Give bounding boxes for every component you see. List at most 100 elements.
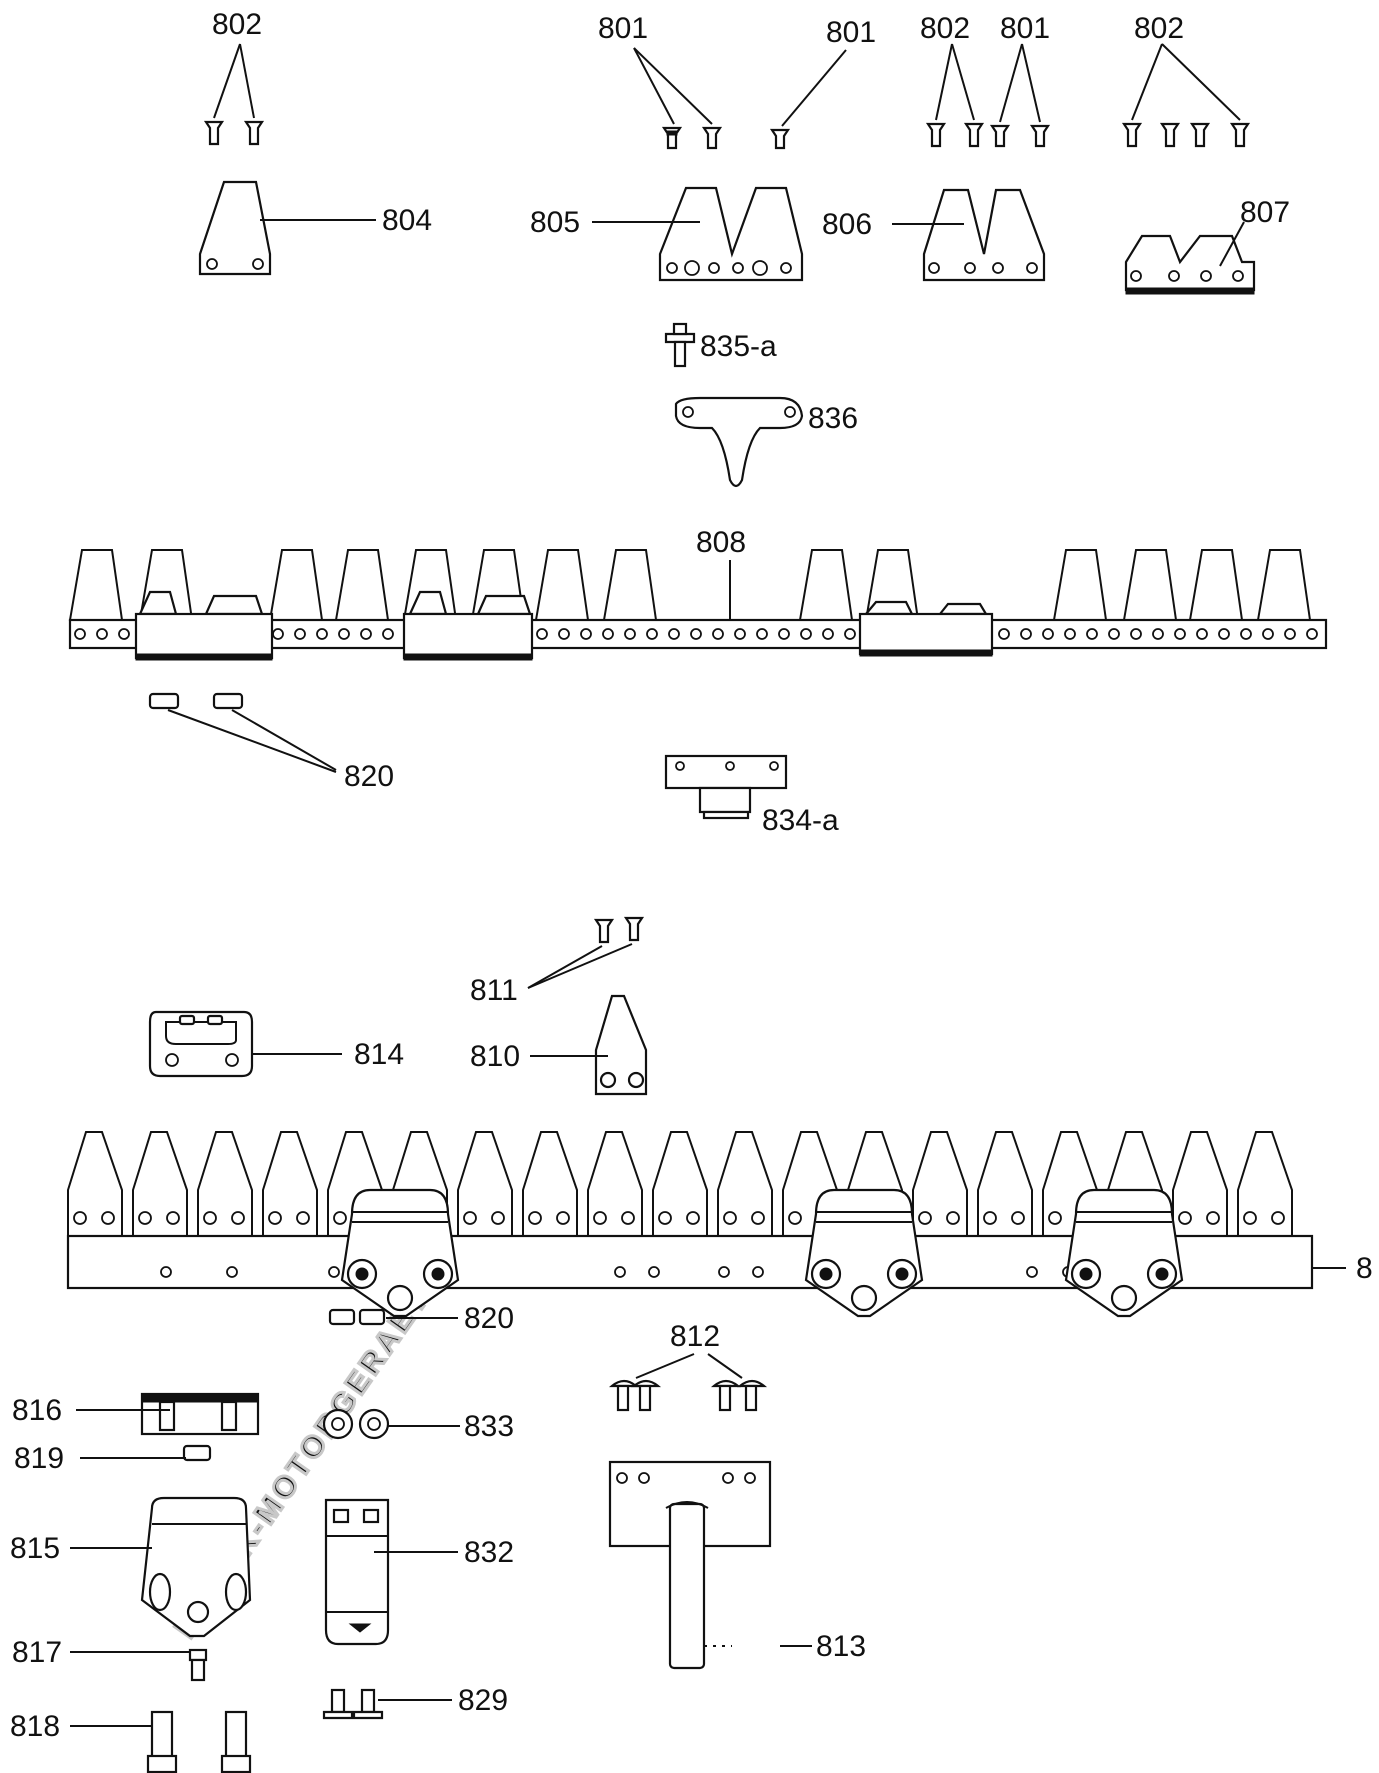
rivet-hole [1020, 628, 1032, 640]
rivet-801-b [769, 49, 847, 150]
knife-tooth [602, 549, 658, 621]
label-801-a: 801 [598, 12, 648, 45]
rivet-hole [1306, 628, 1318, 640]
bolts-812 [608, 1353, 768, 1412]
rivet-hole [752, 1266, 764, 1278]
rivet-hole [614, 1266, 626, 1278]
rivets-811 [527, 916, 645, 989]
label-813: 813 [816, 1630, 866, 1663]
rivet-hole [686, 1211, 700, 1225]
label-814: 814 [354, 1038, 404, 1071]
knife-tooth [1122, 549, 1178, 621]
rivet-hole [1218, 628, 1230, 640]
rivet-hole [602, 628, 614, 640]
rivet-hole [382, 628, 394, 640]
knife-section-810 [530, 994, 648, 1096]
rivet-hole [788, 1211, 802, 1225]
rivet-hole [316, 628, 328, 640]
rivets-802-far-right [1121, 43, 1251, 148]
label-820-top: 820 [344, 760, 394, 793]
label-819: 819 [14, 1442, 64, 1475]
label-829: 829 [458, 1684, 508, 1717]
knife-head [804, 1188, 924, 1318]
bar-816 [76, 1392, 260, 1436]
label-807: 807 [1240, 196, 1290, 229]
label-804: 804 [382, 204, 432, 237]
rivet-hole [1048, 1211, 1062, 1225]
rivet-hole [1108, 628, 1120, 640]
rivet-hole [1243, 1211, 1257, 1225]
rivet-hole [646, 628, 658, 640]
label-808: 808 [696, 526, 746, 559]
rivet-hole [822, 628, 834, 640]
label-805: 805 [530, 206, 580, 239]
rivet-hole [1240, 628, 1252, 640]
rivet-hole [138, 1211, 152, 1225]
rivet-hole [983, 1211, 997, 1225]
rivet-hole [166, 1211, 180, 1225]
rivet-hole [648, 1266, 660, 1278]
rivet-hole [1064, 628, 1076, 640]
rivet-hole [800, 628, 812, 640]
rivet-hole [1042, 628, 1054, 640]
rivet-hole [1178, 1211, 1192, 1225]
rivet-hole [1196, 628, 1208, 640]
knife-tooth [1188, 549, 1244, 621]
rivet-hole [778, 628, 790, 640]
rivet-hole [1130, 628, 1142, 640]
rivet-hole [491, 1211, 505, 1225]
plate-832 [324, 1498, 458, 1646]
rivets-801-a [633, 47, 723, 150]
rivet-hole [463, 1211, 477, 1225]
rivet-hole [558, 628, 570, 640]
rivet-hole [328, 1266, 340, 1278]
knife-tooth [798, 549, 854, 621]
rivet-hole [723, 1211, 737, 1225]
rivet-hole [690, 628, 702, 640]
label-820-bottom: 820 [464, 1302, 514, 1335]
rivet-hole [580, 628, 592, 640]
label-8: 8 [1356, 1252, 1373, 1285]
label-832: 832 [464, 1536, 514, 1569]
nuts-820-bottom [328, 1308, 458, 1326]
label-834-a: 834-a [762, 804, 839, 837]
label-818: 818 [10, 1710, 60, 1743]
rivet-hole [536, 628, 548, 640]
rivet-hole [998, 628, 1010, 640]
rivet-hole [231, 1211, 245, 1225]
rivet-hole [1086, 628, 1098, 640]
rivet-hole [1011, 1211, 1025, 1225]
label-802-b: 802 [920, 12, 970, 45]
rivet-hole [751, 1211, 765, 1225]
knife-section-807 [1124, 221, 1256, 295]
nuts-820-top [148, 692, 337, 773]
knife-tooth [334, 549, 390, 621]
rivet-hole [73, 1211, 87, 1225]
clip-836 [674, 396, 804, 488]
rivet-hole [918, 1211, 932, 1225]
rivet-hole [268, 1211, 282, 1225]
rivet-hole [946, 1211, 960, 1225]
label-802-left: 802 [212, 8, 262, 41]
washers-833 [322, 1408, 460, 1440]
knife-head [1064, 1188, 1184, 1318]
knife-section-806 [892, 188, 1046, 282]
rivet-hole [160, 1266, 172, 1278]
rivet-hole [296, 1211, 310, 1225]
rivet-hole [528, 1211, 542, 1225]
label-815: 815 [10, 1532, 60, 1565]
knife-section-804 [198, 180, 376, 276]
rivet-hole [101, 1211, 115, 1225]
rivet-hole [734, 628, 746, 640]
knife-head [340, 1188, 460, 1318]
bracket-813 [608, 1460, 812, 1670]
bolt-817 [70, 1648, 208, 1682]
label-812: 812 [670, 1320, 720, 1353]
label-835-a: 835-a [700, 330, 777, 363]
rivet-hole [96, 628, 108, 640]
label-806: 806 [822, 208, 872, 241]
knife-tooth [1256, 549, 1312, 621]
rivet-hole [226, 1266, 238, 1278]
knife-tooth [268, 549, 324, 621]
label-810: 810 [470, 1040, 520, 1073]
